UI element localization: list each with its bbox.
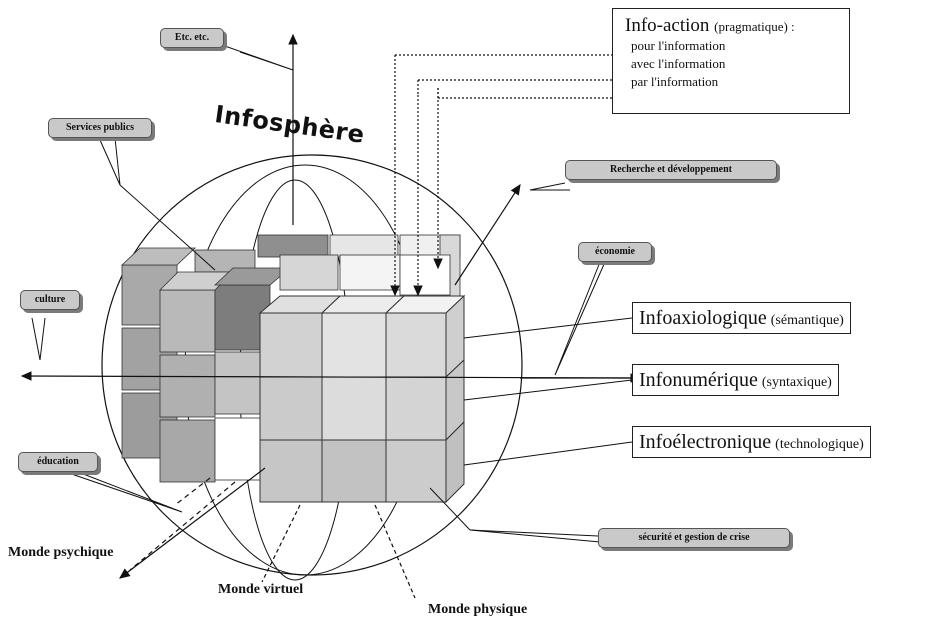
info-action-heading: Info-action (pragmatique) : [613, 9, 849, 37]
layer-label-syntaxique: Infonumérique (syntaxique) [632, 364, 839, 396]
world-psychique: Monde psychique [8, 545, 114, 560]
callout-services-publics: Services publics [48, 118, 152, 138]
callout-economie: économie [578, 242, 652, 262]
layer-qualifier: (sémantique) [770, 313, 844, 328]
world-physique: Monde physique [428, 602, 528, 617]
info-action-line: par l'information [631, 74, 719, 89]
layer-name: Infoélectronique [639, 431, 772, 453]
info-action-title: Info-action [625, 15, 710, 36]
layer-label-technologique: Infoélectronique (technologique) [632, 426, 871, 458]
layer-name: Infonumérique [639, 369, 758, 391]
cube-grid-middle [159, 254, 451, 483]
cube-grid-front [258, 294, 466, 504]
callout-etc: Etc. etc. [160, 28, 224, 48]
layer-qualifier: (technologique) [775, 437, 864, 452]
info-action-line: pour l'information [631, 38, 726, 53]
axes [20, 33, 642, 599]
callout-recherche: Recherche et développement [565, 160, 777, 180]
callout-education: éducation [18, 452, 98, 472]
info-action-line: avec l'information [631, 56, 726, 71]
callout-culture: culture [20, 290, 80, 310]
layer-name: Infoaxiologique [639, 307, 767, 329]
layer-label-semantique: Infoaxiologique (sémantique) [632, 302, 851, 334]
callout-pointers [31, 44, 633, 543]
info-action-box: Info-action (pragmatique) : pour l'infor… [612, 8, 850, 114]
world-virtuel: Monde virtuel [218, 582, 304, 597]
callout-securite: sécurité et gestion de crise [598, 528, 790, 548]
info-action-qualifier: (pragmatique) : [714, 19, 795, 34]
layer-qualifier: (syntaxique) [761, 375, 832, 390]
